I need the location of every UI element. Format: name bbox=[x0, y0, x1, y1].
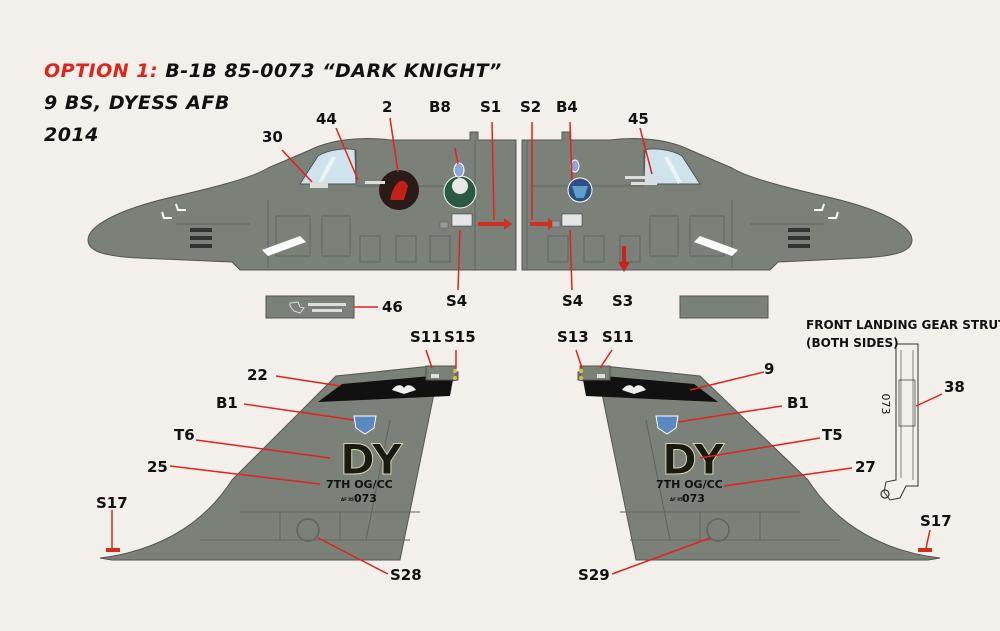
command-shield-icon bbox=[655, 415, 679, 435]
callout-s11-left: S11 bbox=[410, 328, 442, 346]
texas-outline-icon bbox=[289, 301, 305, 314]
strut-number: 073 bbox=[879, 394, 892, 415]
tail-code-left: DY bbox=[340, 435, 403, 484]
callout-b8: B8 bbox=[429, 98, 451, 116]
tail-serial-prefix-left: AF 85 bbox=[341, 497, 354, 502]
callout-22: 22 bbox=[247, 366, 268, 384]
callout-s4-left: S4 bbox=[446, 292, 468, 310]
stencil-strip-left bbox=[265, 295, 355, 319]
stencil-strip-right bbox=[679, 295, 769, 319]
callout-s17-right: S17 bbox=[920, 512, 952, 530]
callout-38: 38 bbox=[944, 378, 965, 396]
callout-27: 27 bbox=[855, 458, 876, 476]
tail-serial-prefix-right: AF 85 bbox=[670, 497, 683, 502]
callout-9: 9 bbox=[764, 360, 775, 378]
unit-label: 9 BS, DYESS AFB bbox=[44, 92, 230, 114]
right-tail-fin bbox=[577, 365, 941, 561]
command-shield-icon bbox=[353, 415, 377, 435]
callout-b1-left: B1 bbox=[216, 394, 238, 412]
callout-30: 30 bbox=[262, 128, 283, 146]
callout-45: 45 bbox=[628, 110, 649, 128]
strut-title-line1: FRONT LANDING GEAR STRUT bbox=[806, 318, 1000, 332]
tail-code-right: DY bbox=[662, 435, 725, 484]
callout-t6: T6 bbox=[174, 426, 195, 444]
callout-s28: S28 bbox=[390, 566, 422, 584]
callout-s1: S1 bbox=[480, 98, 502, 116]
callout-s11-right: S11 bbox=[602, 328, 634, 346]
callout-46: 46 bbox=[382, 298, 403, 316]
tail-text-right: 7TH OG/CC bbox=[656, 478, 723, 491]
strut-title-line2: (BOTH SIDES) bbox=[806, 336, 899, 350]
left-tail-fin bbox=[99, 365, 459, 561]
callout-s2: S2 bbox=[520, 98, 542, 116]
option-label: OPTION 1: bbox=[44, 60, 159, 82]
callout-b1-right: B1 bbox=[787, 394, 809, 412]
year-label: 2014 bbox=[44, 124, 99, 146]
callout-b4: B4 bbox=[556, 98, 578, 116]
aircraft-designation: B-1B 85-0073 “DARK KNIGHT” bbox=[165, 60, 502, 82]
callout-2: 2 bbox=[382, 98, 393, 116]
callout-t5: T5 bbox=[822, 426, 843, 444]
callout-s15: S15 bbox=[444, 328, 476, 346]
callout-25: 25 bbox=[147, 458, 168, 476]
callout-s4-right: S4 bbox=[562, 292, 584, 310]
callout-s17-left: S17 bbox=[96, 494, 128, 512]
tail-text-left: 7TH OG/CC bbox=[326, 478, 393, 491]
bat-insignia-icon bbox=[622, 385, 646, 394]
bat-insignia-icon bbox=[392, 385, 416, 394]
option-title: OPTION 1: B-1B 85-0073 “DARK KNIGHT” bbox=[44, 60, 502, 82]
landing-gear-strut: 073 bbox=[879, 343, 919, 501]
left-nose-profile bbox=[87, 131, 517, 271]
callout-44: 44 bbox=[316, 110, 337, 128]
right-nose-profile bbox=[521, 131, 913, 272]
tail-serial-left: 073 bbox=[354, 492, 377, 505]
leader-lines bbox=[111, 117, 943, 575]
callout-s13: S13 bbox=[557, 328, 589, 346]
callout-s3: S3 bbox=[612, 292, 634, 310]
callout-s29: S29 bbox=[578, 566, 610, 584]
tail-serial-right: 073 bbox=[682, 492, 705, 505]
